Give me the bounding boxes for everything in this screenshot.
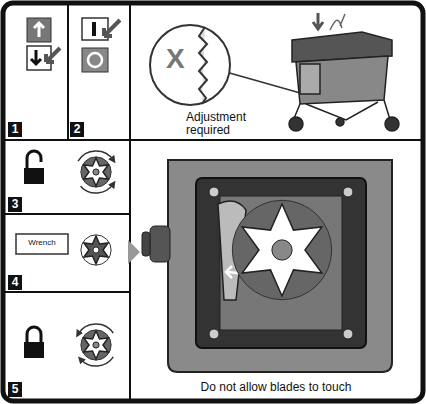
cutter-rotor xyxy=(81,330,111,360)
cross-mark: X xyxy=(166,44,196,75)
rotation-arrow xyxy=(78,151,113,161)
step-number: 5 xyxy=(8,382,22,397)
switch-icon xyxy=(27,18,60,70)
closed-padlock xyxy=(24,327,44,358)
step-number: 1 xyxy=(8,122,22,137)
step-number: 2 xyxy=(70,122,84,137)
pointer-arrow xyxy=(128,240,140,264)
rotation-arrow xyxy=(81,357,114,366)
rotation-arrow xyxy=(81,184,114,193)
cutter-rotor xyxy=(81,157,111,187)
step-number: 3 xyxy=(8,197,22,212)
grid xyxy=(5,5,421,399)
warning-text: Do not allow blades to touch xyxy=(134,381,418,394)
frame xyxy=(3,3,423,401)
wrench-box xyxy=(16,234,68,254)
cutter-housing xyxy=(142,160,392,372)
open-padlock xyxy=(24,151,44,184)
cutter-rotor xyxy=(232,200,331,299)
note-text: Adjustment required xyxy=(186,111,276,137)
tool-label: Wrench xyxy=(18,239,66,248)
magnifier xyxy=(150,25,318,105)
step-number: 4 xyxy=(8,275,22,290)
rotation-arrow xyxy=(78,324,113,334)
shredder-machine xyxy=(289,13,399,131)
cutter-rotor xyxy=(81,235,111,265)
power-icon xyxy=(82,18,120,72)
